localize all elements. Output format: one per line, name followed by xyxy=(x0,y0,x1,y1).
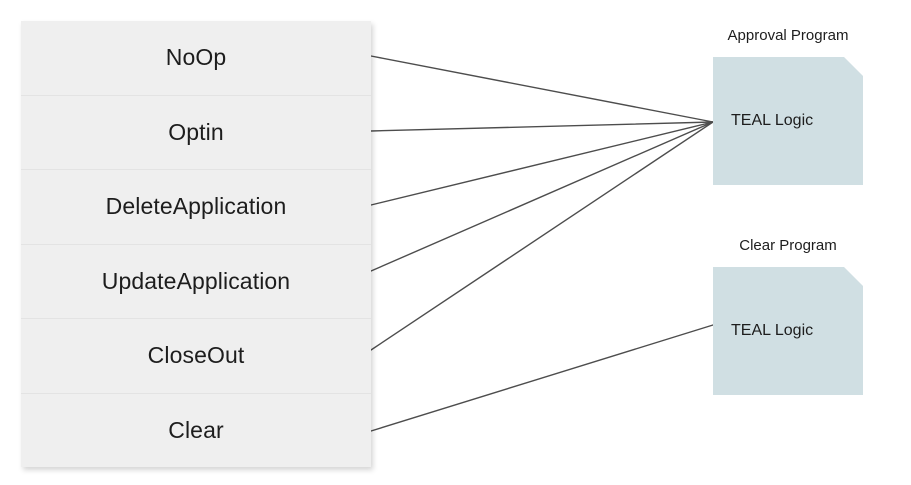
approval-program-body-text: TEAL Logic xyxy=(731,112,814,129)
approval-program-box[interactable]: TEAL Logic xyxy=(713,57,863,185)
oncomplete-row-noop[interactable]: NoOp xyxy=(21,21,371,96)
connector-closeout-to-approval xyxy=(370,121,714,351)
oncomplete-row-label: UpdateApplication xyxy=(101,267,291,294)
connector-noop-to-approval xyxy=(370,55,714,123)
oncomplete-row-updateapplication[interactable]: UpdateApplication xyxy=(21,244,371,319)
clear-program-caption: Clear Program xyxy=(739,237,837,254)
oncomplete-row-label: DeleteApplication xyxy=(105,193,287,220)
oncomplete-panel: NoOp Optin DeleteApplication UpdateAppli… xyxy=(21,21,371,467)
oncomplete-row-optin[interactable]: Optin xyxy=(21,95,371,170)
approval-program-caption: Approval Program xyxy=(727,27,849,44)
oncomplete-row-label: Clear xyxy=(168,416,224,443)
oncomplete-row-label: Optin xyxy=(168,118,224,145)
clear-program-box[interactable]: TEAL Logic xyxy=(713,267,863,395)
oncomplete-row-deleteapplication[interactable]: DeleteApplication xyxy=(21,170,371,245)
connector-deleteapplication-to-approval xyxy=(370,121,714,206)
folded-corner-shape xyxy=(713,267,863,395)
connector-clear-to-clearprogram xyxy=(370,324,714,432)
oncomplete-row-clear[interactable]: Clear xyxy=(21,393,371,467)
clear-program-body-text: TEAL Logic xyxy=(731,322,814,339)
oncomplete-row-closeout[interactable]: CloseOut xyxy=(21,319,371,394)
oncomplete-row-label: NoOp xyxy=(165,44,227,71)
oncomplete-row-label: CloseOut xyxy=(147,342,245,369)
connector-optin-to-approval xyxy=(370,121,714,132)
folded-corner-shape xyxy=(713,57,863,185)
connector-updateapplication-to-approval xyxy=(370,121,714,272)
